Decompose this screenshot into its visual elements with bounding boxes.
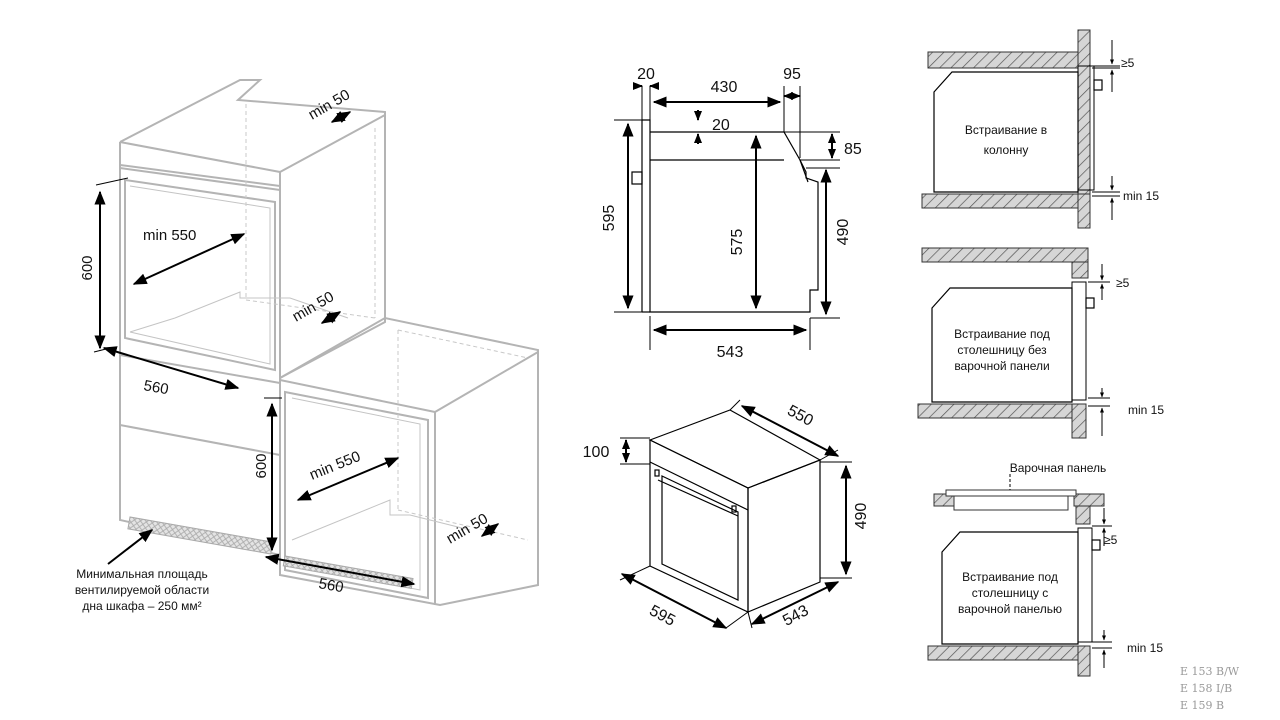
install-column-section: Встраивание в колонну ≥5 min 15 — [921, 29, 1159, 229]
model-list: E 153 B/W E 158 I/B E 159 B — [1180, 665, 1240, 712]
dim-arrow-upper-gap-back — [320, 311, 342, 324]
dim-arrow-upper-gap-top — [330, 110, 352, 124]
install-with-hob-section: Варочная панель Встраивание под столешни… — [927, 461, 1163, 677]
side-top-right-label: 95 — [783, 66, 801, 83]
dim-arrow-upper-width — [102, 346, 240, 390]
side-inner-top-label: 20 — [712, 117, 730, 134]
vent-note-line-1: Минимальная площадь — [76, 567, 207, 581]
model-1: E 153 B/W — [1180, 665, 1240, 678]
install-column-bottom-gap: min 15 — [1123, 189, 1159, 203]
install-under-counter-label-line-3: варочной панели — [954, 359, 1049, 373]
dim-arrow-upper-depth — [132, 233, 246, 285]
side-depth-label: 543 — [717, 344, 744, 361]
vent-note-line-3: дна шкафа – 250 мм² — [82, 599, 201, 613]
install-with-hob-bottom-gap: min 15 — [1127, 641, 1163, 655]
install-with-hob-label-line-2: столешницу с — [972, 586, 1049, 600]
dim-arrow-iso-side-depth — [750, 581, 840, 625]
lower-depth-label: min 550 — [307, 448, 363, 484]
left-cabinet-diagram: 600 min 550 560 min 50 min 50 600 min 55… — [75, 79, 539, 613]
install-with-hob-label-line-1: Встраивание под — [962, 570, 1058, 584]
side-right-top-label: 85 — [844, 141, 862, 158]
install-under-counter-section: Встраивание под столешницу без варочной … — [917, 247, 1164, 439]
upper-gap-top-label: min 50 — [306, 86, 353, 123]
iso-height-label: 490 — [853, 503, 870, 530]
upper-gap-back-label: min 50 — [290, 288, 337, 325]
install-column-top-gap: ≥5 — [1121, 56, 1135, 70]
side-inner-height-label: 575 — [729, 229, 746, 256]
upper-height-label: 600 — [79, 255, 96, 280]
model-3: E 159 B — [1180, 699, 1224, 712]
side-top-left-label: 20 — [637, 66, 655, 83]
vent-pointer-arrow — [107, 529, 154, 565]
install-column-label-line-1: Встраивание в — [965, 123, 1047, 137]
upper-width-label: 560 — [142, 377, 170, 398]
install-with-hob-label-line-3: варочной панелью — [958, 602, 1062, 616]
upper-depth-label: min 550 — [143, 227, 196, 244]
oven-iso-view: 100 550 490 595 543 — [583, 399, 870, 630]
install-under-counter-label-line-1: Встраивание под — [954, 327, 1050, 341]
vent-note-line-2: вентилируемой области — [75, 583, 209, 597]
model-2: E 158 I/B — [1180, 682, 1232, 695]
lower-height-label: 600 — [253, 453, 270, 478]
install-column-label-line-2: колонну — [984, 143, 1029, 157]
dim-arrow-lower-width — [264, 553, 416, 588]
iso-top-depth-label: 550 — [784, 402, 816, 430]
side-height-label: 595 — [601, 205, 618, 232]
side-right-height-label: 490 — [835, 219, 852, 246]
lower-gap-back-label: min 50 — [444, 510, 491, 547]
install-under-counter-label-line-2: столешницу без — [957, 343, 1047, 357]
dim-arrow-lower-gap-back — [480, 523, 500, 537]
side-top-width-label: 430 — [711, 79, 738, 96]
hob-label: Варочная панель — [1010, 461, 1106, 475]
lower-width-label: 560 — [317, 575, 345, 596]
iso-side-depth-label: 543 — [780, 602, 812, 630]
install-under-counter-bottom-gap: min 15 — [1128, 403, 1164, 417]
iso-front-width-label: 595 — [646, 602, 678, 630]
iso-panel-label: 100 — [583, 444, 610, 461]
oven-side-view: 20 430 95 20 85 595 575 490 543 — [601, 66, 862, 361]
dim-arrow-iso-top-depth — [740, 405, 840, 457]
install-under-counter-top-gap: ≥5 — [1116, 276, 1130, 290]
dim-arrow-lower-depth — [296, 457, 400, 501]
dim-arrow-iso-front-width — [620, 573, 728, 629]
install-with-hob-top-gap: ≥5 — [1104, 533, 1118, 547]
column-cabinet — [119, 79, 386, 384]
